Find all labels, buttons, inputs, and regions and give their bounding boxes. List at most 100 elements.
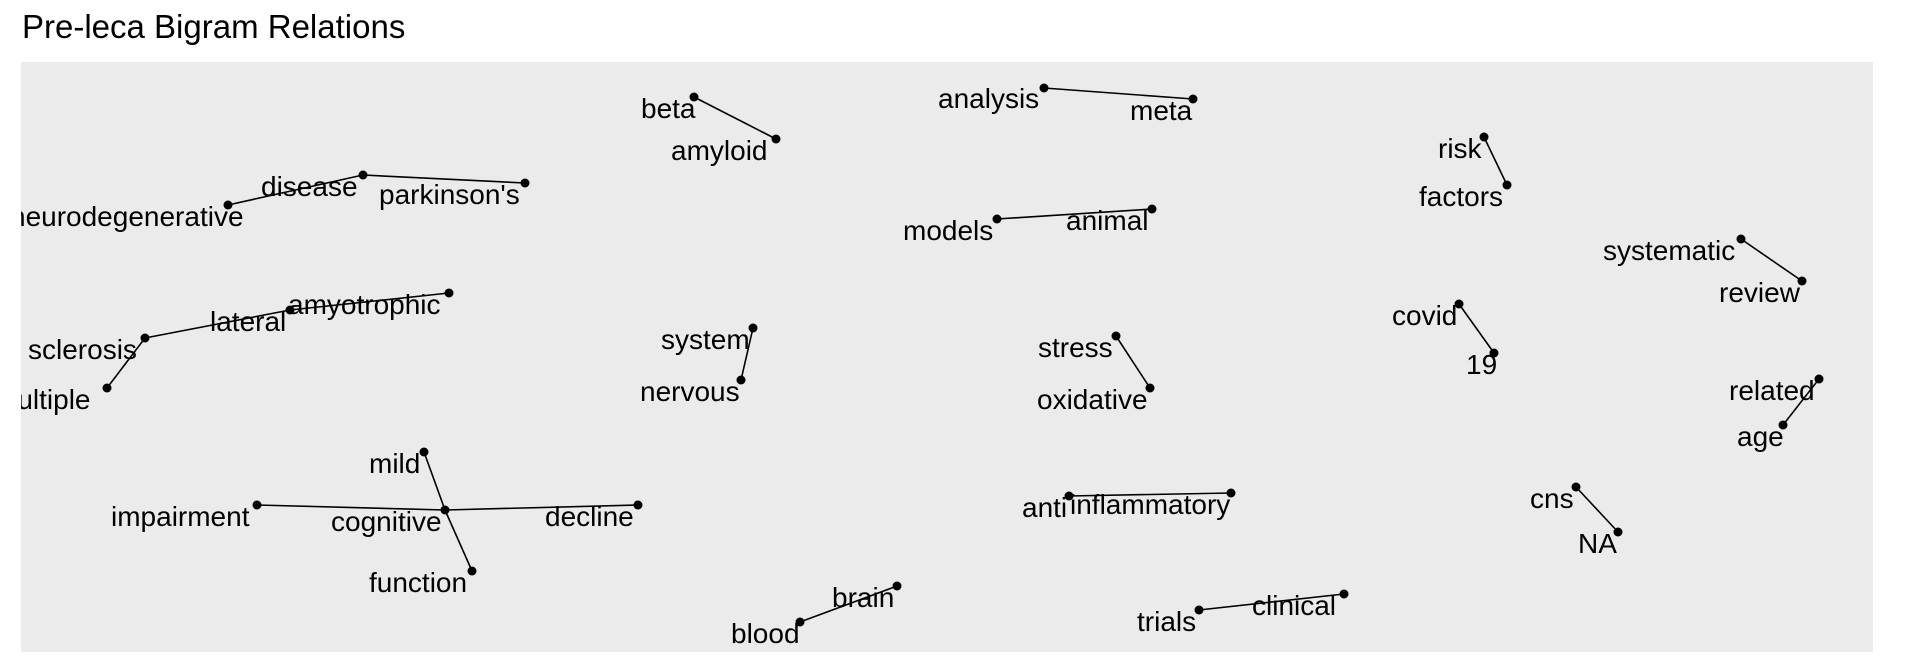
node-review bbox=[1797, 276, 1807, 286]
node-label-disease: disease bbox=[261, 171, 358, 202]
edge-cns-na bbox=[1575, 486, 1619, 533]
node-label-meta: meta bbox=[1130, 95, 1193, 126]
edge-cognitive-decline bbox=[444, 504, 639, 511]
node-mild bbox=[419, 447, 429, 457]
node-oxidative bbox=[1145, 383, 1155, 393]
edge-blood-brain bbox=[799, 585, 898, 623]
edge-neurodegenerative-disease bbox=[227, 174, 364, 206]
edge-risk-factors bbox=[1483, 136, 1508, 186]
node-label-age: age bbox=[1737, 421, 1784, 452]
node-amyloid bbox=[771, 134, 781, 144]
bigram-network: beta amyloid meta analysis risk factors neurod… bbox=[21, 62, 1873, 652]
node-animal bbox=[1147, 204, 1157, 214]
node-label-cns: cns bbox=[1530, 483, 1574, 514]
panel-background bbox=[21, 62, 1873, 652]
node-label-multiple: multiple bbox=[21, 384, 90, 415]
node-disease bbox=[358, 170, 368, 180]
node-brain bbox=[892, 581, 902, 591]
node-label-oxidative: oxidative bbox=[1037, 384, 1148, 415]
node-label-brain: brain bbox=[832, 582, 894, 613]
node-function bbox=[467, 566, 477, 576]
node-lateral bbox=[285, 305, 295, 315]
node-label-system: system bbox=[661, 324, 750, 355]
edge-cognitive-function bbox=[444, 509, 473, 572]
node-cognitive bbox=[440, 505, 450, 515]
node-analysis bbox=[1039, 83, 1049, 93]
edge-oxidative-stress bbox=[1115, 335, 1151, 389]
node-anti bbox=[1064, 491, 1074, 501]
node-label-sclerosis: sclerosis bbox=[28, 334, 137, 365]
node-multiple bbox=[102, 383, 112, 393]
node-label-trials: trials bbox=[1137, 606, 1196, 637]
node-inflammatory bbox=[1226, 488, 1236, 498]
node-label-neurodegenerative: neurodegenerative bbox=[21, 201, 244, 232]
node-label-amyotrophic: amyotrophic bbox=[288, 289, 441, 320]
node-amyotrophic bbox=[444, 288, 454, 298]
node-label-mild: mild bbox=[369, 448, 420, 479]
node-impairment bbox=[252, 500, 262, 510]
node-label-na: NA bbox=[1578, 528, 1617, 559]
node-label-analysis: analysis bbox=[938, 83, 1039, 114]
node-label-nervous: nervous bbox=[640, 376, 740, 407]
node-stress bbox=[1111, 331, 1121, 341]
page-title: Pre-leca Bigram Relations bbox=[22, 8, 406, 45]
edge-nervous-system bbox=[740, 327, 754, 381]
edge-cognitive-impairment bbox=[256, 504, 446, 511]
edge-beta-amyloid bbox=[693, 96, 777, 140]
edge-multiple-sclerosis bbox=[106, 337, 146, 389]
node-meta bbox=[1188, 94, 1198, 104]
node-clinical bbox=[1339, 589, 1349, 599]
node-na bbox=[1613, 527, 1623, 537]
node-label-clinical: clinical bbox=[1252, 590, 1336, 621]
node-label-beta: beta bbox=[641, 93, 696, 124]
node-neurodegenerative bbox=[223, 200, 233, 210]
node-label-19: 19 bbox=[1466, 349, 1497, 380]
edge-meta-analysis bbox=[1043, 87, 1194, 100]
edge-systematic-review bbox=[1740, 238, 1803, 282]
node-label-stress: stress bbox=[1038, 332, 1113, 363]
node-label-models: models bbox=[903, 215, 993, 246]
node-covid bbox=[1454, 299, 1464, 309]
node-label-related: related bbox=[1729, 375, 1815, 406]
node-sclerosis bbox=[140, 333, 150, 343]
node-related bbox=[1814, 374, 1824, 384]
node-cns bbox=[1571, 482, 1581, 492]
edge-animal-models bbox=[996, 208, 1153, 220]
node-blood bbox=[795, 617, 805, 627]
edge-anti-inflammatory bbox=[1068, 492, 1232, 497]
node-label-animal: animal bbox=[1066, 205, 1148, 236]
node-label-function: function bbox=[369, 567, 467, 598]
node-label-inflammatory: inflammatory bbox=[1070, 489, 1230, 520]
node-label-parkinson-s: parkinson's bbox=[379, 179, 520, 210]
node-factors bbox=[1502, 180, 1512, 190]
edge-age-related bbox=[1782, 378, 1820, 426]
node-label-lateral: lateral bbox=[210, 306, 286, 337]
edge-clinical-trials bbox=[1198, 593, 1345, 611]
node-label-blood: blood bbox=[731, 618, 800, 649]
edge-amyotrophic-lateral bbox=[289, 292, 450, 311]
node-decline bbox=[633, 500, 643, 510]
edge-lateral-sclerosis bbox=[144, 309, 291, 339]
node-beta bbox=[689, 92, 699, 102]
edge-mild-cognitive bbox=[423, 451, 446, 511]
node-label-systematic: systematic bbox=[1603, 235, 1735, 266]
node-label-factors: factors bbox=[1419, 181, 1503, 212]
node-label-amyloid: amyloid bbox=[671, 135, 767, 166]
edge-parkinson-s-disease bbox=[362, 174, 526, 184]
node-label-risk: risk bbox=[1438, 133, 1483, 164]
node-systematic bbox=[1736, 234, 1746, 244]
node-age bbox=[1778, 420, 1788, 430]
node-label-cognitive: cognitive bbox=[331, 506, 442, 537]
node-parkinson-s bbox=[520, 178, 530, 188]
graph-panel: beta amyloid meta analysis risk factors neurod… bbox=[21, 62, 1873, 652]
node-models bbox=[992, 214, 1002, 224]
node-19 bbox=[1489, 348, 1499, 358]
node-label-review: review bbox=[1719, 277, 1801, 308]
node-nervous bbox=[736, 375, 746, 385]
edge-covid-19 bbox=[1458, 303, 1495, 354]
node-system bbox=[748, 323, 758, 333]
node-label-anti: anti bbox=[1022, 492, 1067, 523]
node-label-covid: covid bbox=[1392, 300, 1457, 331]
node-label-impairment: impairment bbox=[111, 501, 250, 532]
node-trials bbox=[1194, 605, 1204, 615]
